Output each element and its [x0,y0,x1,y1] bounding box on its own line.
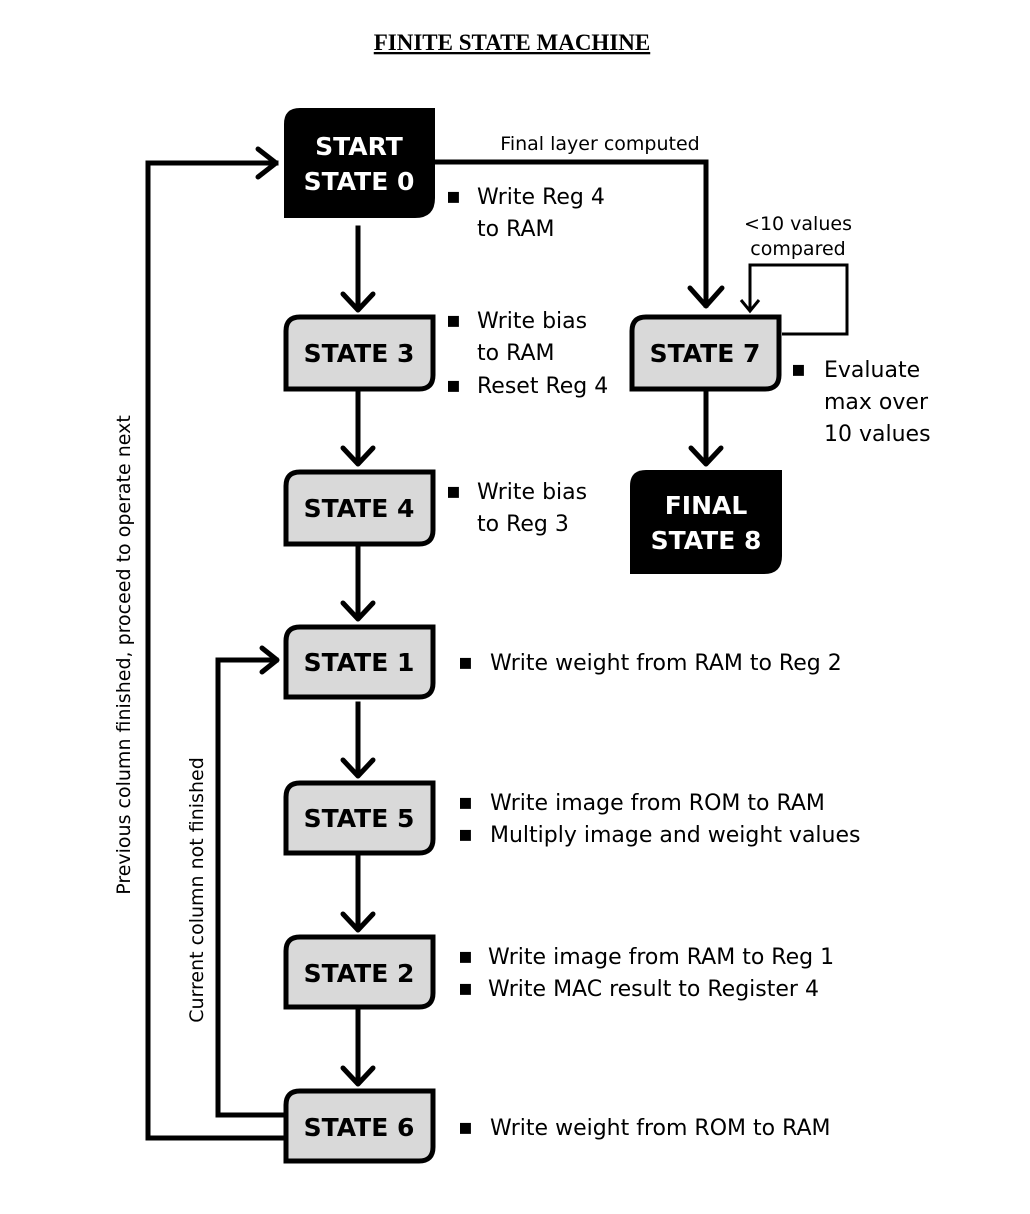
note-s2: Write MAC result to Register 4 [488,977,819,1002]
state-8-line1: FINAL [665,491,748,520]
note-s7: max over [824,390,929,415]
state-2-label: STATE 2 [304,959,415,988]
state-5: STATE 5 [283,780,436,856]
arrow-s6-s1 [215,657,287,1118]
note-s5: Multiply image and weight values [490,823,861,848]
note-s0: to RAM [477,217,555,242]
note-s5: Write image from ROM to RAM [490,791,825,816]
state-7-label: STATE 7 [650,339,761,368]
note-s7: 10 values [824,422,931,447]
label-outer-loop: Previous column finished, proceed to ope… [113,415,135,895]
label-loop7-1: <10 values [744,213,852,235]
bullet: ▪ [458,1115,473,1140]
state-2: STATE 2 [283,934,436,1010]
state-7: STATE 7 [629,314,782,392]
state-8-line2: STATE 8 [651,526,762,555]
state-8-final: FINAL STATE 8 [630,470,782,574]
connectors [145,146,849,1141]
diagram-title: FINITE STATE MACHINE [374,30,650,55]
state-4: STATE 4 [283,469,436,547]
bullet: ▪ [446,184,461,209]
notes: ▪ Write Reg 4 to RAM ▪ Write bias to RAM… [446,184,931,1141]
state-6-label: STATE 6 [304,1113,415,1142]
label-final-layer: Final layer computed [500,133,699,155]
label-inner-loop: Current column not finished [186,757,208,1023]
arrow-s6-s0 [145,160,287,1141]
state-0-line1: START [315,132,403,161]
state-4-label: STATE 4 [304,494,415,523]
note-s2: Write image from RAM to Reg 1 [488,945,834,970]
bullet: ▪ [791,357,806,382]
note-s3: to RAM [477,341,555,366]
bullet: ▪ [458,976,473,1001]
label-loop7-2: compared [750,238,845,260]
state-1-label: STATE 1 [304,648,415,677]
state-3: STATE 3 [283,314,436,392]
bullet: ▪ [446,308,461,333]
note-s7: Evaluate [824,358,920,383]
bullet: ▪ [446,373,461,398]
state-0-start: START STATE 0 [284,108,435,218]
bullet: ▪ [458,822,473,847]
state-0-line2: STATE 0 [304,167,415,196]
bullet: ▪ [458,790,473,815]
arrow-s7-self [748,263,849,336]
state-5-label: STATE 5 [304,804,415,833]
bullet: ▪ [458,944,473,969]
note-s4: to Reg 3 [477,512,569,537]
note-s3: Reset Reg 4 [477,374,608,399]
note-s6: Write weight from ROM to RAM [490,1116,831,1141]
state-1: STATE 1 [283,624,436,700]
note-s0: Write Reg 4 [477,185,605,210]
bullet: ▪ [446,479,461,504]
note-s3: Write bias [477,309,587,334]
note-s1: Write weight from RAM to Reg 2 [490,651,842,676]
note-s4: Write bias [477,480,587,505]
bullet: ▪ [458,650,473,675]
arrow-s0-s7 [433,159,709,308]
state-6: STATE 6 [283,1088,436,1164]
state-3-label: STATE 3 [304,339,415,368]
